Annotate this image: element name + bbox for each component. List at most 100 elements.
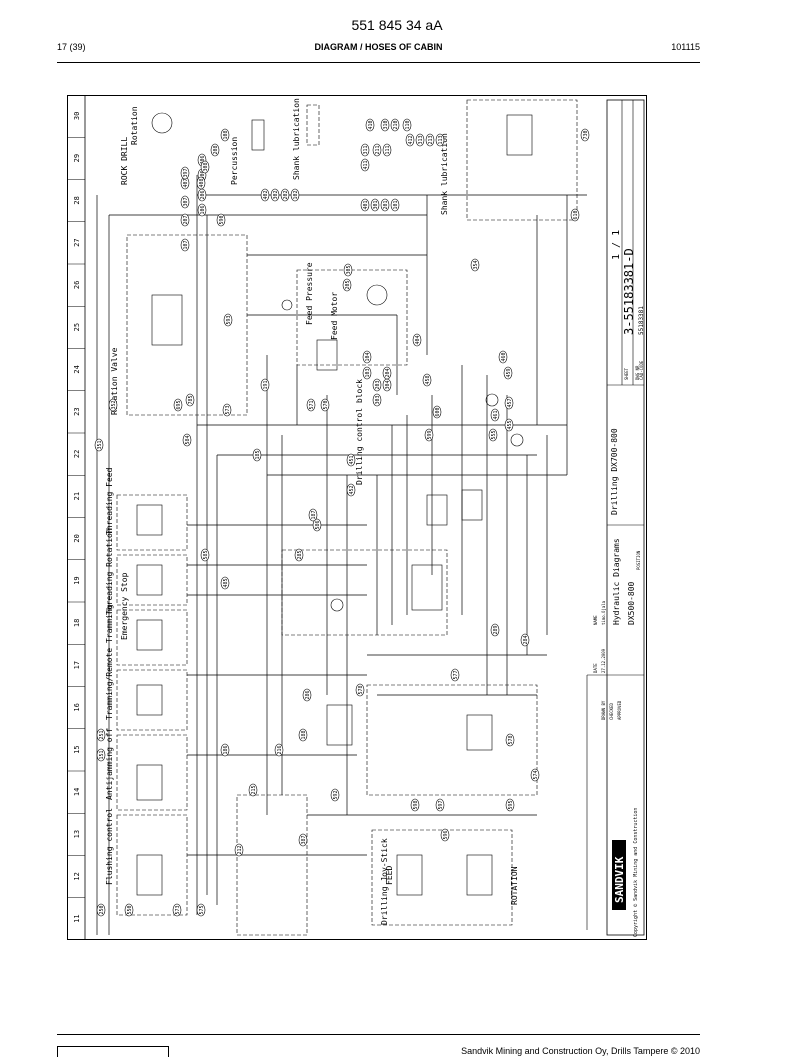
hose-number-badge: 251 xyxy=(96,728,106,742)
svg-text:599: 599 xyxy=(427,430,433,439)
svg-text:213: 213 xyxy=(428,135,434,144)
hose-number-badge: 451 xyxy=(346,453,356,467)
svg-text:397: 397 xyxy=(183,168,189,177)
svg-text:250: 250 xyxy=(99,905,105,914)
hose-number-badge: 313 xyxy=(415,133,425,147)
header-rule xyxy=(57,62,700,63)
svg-text:311: 311 xyxy=(363,145,369,154)
hose-number-badge: 210 xyxy=(390,118,400,132)
svg-text:597: 597 xyxy=(438,800,444,809)
grid-column-number: 27 xyxy=(73,238,81,246)
footer-logo xyxy=(57,1046,169,1057)
svg-text:592: 592 xyxy=(333,790,339,799)
grid-column-number: 24 xyxy=(73,365,81,373)
grid-column-number: 26 xyxy=(73,281,81,289)
hose-number-badge: 351 xyxy=(94,438,104,452)
hose-number-badge: 573 xyxy=(172,903,182,917)
hose-number-badge: 598 xyxy=(410,798,420,812)
dwg-label: DWG NR xyxy=(635,365,640,380)
hose-number-badge: 555 xyxy=(488,428,498,442)
svg-text:573: 573 xyxy=(225,405,231,414)
grid-column-number: 23 xyxy=(73,407,81,415)
svg-text:550: 550 xyxy=(127,905,133,914)
hose-number-badge: 387 xyxy=(298,833,308,847)
grid-column-number: 21 xyxy=(73,492,81,500)
hose-number-badge: 303 xyxy=(372,393,382,407)
svg-text:598: 598 xyxy=(413,800,419,809)
hose-number-badge: 207 xyxy=(180,213,190,227)
hose-number-badge: 785 xyxy=(185,393,195,407)
svg-text:305: 305 xyxy=(346,265,352,274)
svg-text:590: 590 xyxy=(219,215,225,224)
hose-number-badge: 485 xyxy=(220,576,230,590)
svg-text:103: 103 xyxy=(365,368,371,377)
svg-text:555: 555 xyxy=(491,430,497,439)
date-code: 101115 xyxy=(671,42,700,52)
svg-text:573: 573 xyxy=(175,905,181,914)
hose-number-badge: 110 xyxy=(402,118,412,132)
svg-text:102: 102 xyxy=(293,190,299,199)
svg-text:571: 571 xyxy=(309,400,315,409)
grid-column-number: 28 xyxy=(73,196,81,204)
hose-number-badge: 408 xyxy=(196,176,206,190)
hose-number-badge: 311 xyxy=(360,143,370,157)
title-hydraulic-diagrams: Hydraulic Diagrams xyxy=(612,538,621,625)
hose-number-badge: 215 xyxy=(248,783,258,797)
svg-text:302: 302 xyxy=(273,190,279,199)
svg-text:215: 215 xyxy=(251,785,257,794)
svg-text:304: 304 xyxy=(385,380,391,389)
grid-column-number: 18 xyxy=(73,619,81,627)
svg-text:407: 407 xyxy=(183,178,189,187)
section-label-feed-motor: Feed Motor xyxy=(330,292,339,340)
svg-text:578: 578 xyxy=(358,685,364,694)
svg-text:695: 695 xyxy=(176,400,182,409)
hose-number-badge: 186 xyxy=(220,743,230,757)
section-label-rotation: Rotation xyxy=(130,106,139,145)
grid-column-number: 30 xyxy=(73,112,81,120)
hose-number-badge: 111 xyxy=(382,143,392,157)
document-number: 551 845 34 aA xyxy=(351,17,443,33)
hose-number-badge: 185 xyxy=(252,448,262,462)
hose-number-badge: 212 xyxy=(234,843,244,857)
hose-number-badge: 597 xyxy=(435,798,445,812)
hose-number-badge: 354 xyxy=(470,258,480,272)
hose-number-badge: 404 xyxy=(412,333,422,347)
svg-text:351: 351 xyxy=(97,440,103,449)
hose-number-badge: 286 xyxy=(302,688,312,702)
position-label: POSITION xyxy=(636,550,641,570)
hose-number-badge: 412 xyxy=(405,133,415,147)
section-label-rotation-valve: Rotation Valve xyxy=(110,347,119,415)
svg-text:455: 455 xyxy=(507,420,513,429)
hose-number-badge: 730 xyxy=(580,128,590,142)
hose-number-badge: 202 xyxy=(280,188,290,202)
grid-column-number: 25 xyxy=(73,323,81,331)
svg-text:188: 188 xyxy=(301,730,307,739)
hose-number-badge: 407 xyxy=(180,176,190,190)
svg-text:206: 206 xyxy=(200,190,206,199)
svg-text:303: 303 xyxy=(375,395,381,404)
hose-number-badge: 402 xyxy=(260,188,270,202)
hose-number-badge: 593 xyxy=(223,313,233,327)
approved-label: APPROVED xyxy=(617,700,622,720)
grid-column-number: 12 xyxy=(73,872,81,880)
hose-number-badge: 460 xyxy=(498,350,508,364)
svg-text:600: 600 xyxy=(435,407,441,416)
svg-text:593: 593 xyxy=(226,315,232,324)
grid-column-number: 19 xyxy=(73,576,81,584)
grid-column-number: 14 xyxy=(73,788,81,796)
hose-number-badge: 610 xyxy=(570,208,580,222)
hose-lines xyxy=(96,175,587,935)
drawn-label: DRAWN BY xyxy=(601,700,606,720)
cad-value: 55183381 xyxy=(638,306,645,335)
section-title: DIAGRAM / HOSES OF CABIN xyxy=(314,42,443,52)
svg-text:451: 451 xyxy=(349,455,355,464)
hose-number-badge: 592 xyxy=(330,788,340,802)
svg-text:406: 406 xyxy=(200,155,206,164)
svg-text:186: 186 xyxy=(223,745,229,754)
hose-number-badge: 352 xyxy=(108,398,118,412)
sheet-label: SHEET xyxy=(624,367,629,380)
svg-text:596: 596 xyxy=(443,830,449,839)
section-label-feed-pressure: Feed Pressure xyxy=(305,262,314,325)
hose-number-badge: 301 xyxy=(370,198,380,212)
